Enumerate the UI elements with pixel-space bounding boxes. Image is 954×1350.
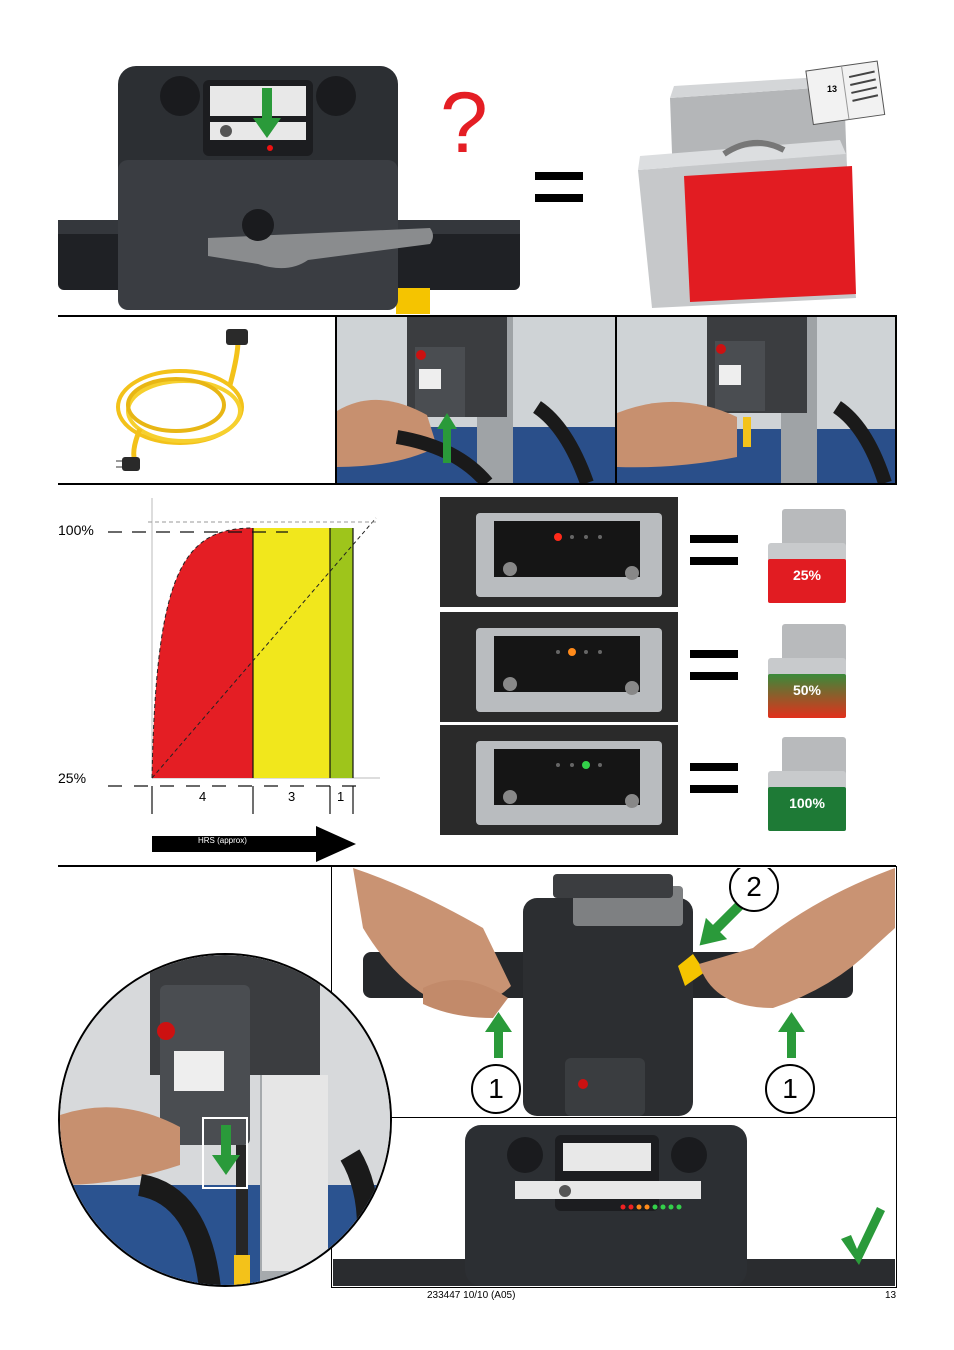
indicator-row: 50%: [440, 612, 846, 722]
charge-curve: [151, 527, 254, 779]
magnified-plug-detail: [58, 953, 392, 1287]
segment-bar-green: [330, 528, 353, 778]
y-label-top: 100%: [58, 522, 94, 538]
charge-time-chart: 100% 25% 4 3 1 HRS (approx): [58, 494, 388, 864]
checkmark-icon: [841, 1207, 885, 1265]
indicator-row: 100%: [440, 725, 846, 835]
frame-edge: [895, 315, 897, 485]
plug-connection-photo: [337, 317, 615, 483]
y-label-bottom: 25%: [58, 770, 87, 786]
frame-edge: [335, 315, 337, 485]
step-circle-2: 2: [729, 868, 779, 912]
led-panel-photo: [440, 612, 678, 722]
indicator-row: 25%: [440, 497, 846, 607]
equals-sign: [535, 172, 583, 216]
step-circle-1-left: 1: [471, 1064, 521, 1114]
battery-icon: 100%: [764, 731, 854, 835]
row-divider: [58, 315, 896, 317]
manual-page-number: 13: [827, 84, 838, 94]
segment-label-yellow: 3: [288, 789, 296, 804]
equals-sign: [690, 650, 738, 694]
plug-inserted-photo: [617, 317, 895, 483]
segment-bar-red: [152, 528, 253, 778]
battery-percent: 25%: [792, 567, 822, 583]
linear-guide: [151, 517, 377, 779]
indicator-list: 25% 50%: [440, 497, 846, 837]
question-mark: ?: [440, 75, 488, 171]
page-number: 13: [885, 1290, 897, 1301]
led-panel-photo: [440, 497, 678, 607]
batteries-photo: 13: [634, 58, 896, 310]
step-circle-1-right: 1: [765, 1064, 815, 1114]
segment-bar-yellow: [253, 528, 330, 778]
chart-svg: [108, 498, 380, 862]
equals-sign: [690, 763, 738, 807]
led-panel-photo: [440, 725, 678, 835]
battery-percent: 100%: [789, 795, 825, 811]
handle-grip-photo: 1 1 2: [333, 868, 895, 1116]
power-cable-photo: [100, 325, 260, 475]
frame-edge: [615, 315, 617, 485]
hours-arrow: [152, 826, 356, 862]
row-divider: [58, 483, 896, 485]
segment-label-green: 1: [337, 789, 345, 804]
equals-sign: [690, 535, 738, 579]
battery-icon: 50%: [764, 618, 854, 722]
battery-icon: 25%: [764, 503, 854, 607]
panel-charged-photo: [333, 1119, 895, 1286]
segment-label-red: 4: [199, 789, 207, 804]
control-panel-photo: [58, 60, 520, 314]
document-code: 233447 10/10 (A05): [427, 1290, 516, 1301]
hours-arrow-label: HRS (approx): [198, 836, 247, 845]
battery-percent: 50%: [792, 682, 822, 698]
